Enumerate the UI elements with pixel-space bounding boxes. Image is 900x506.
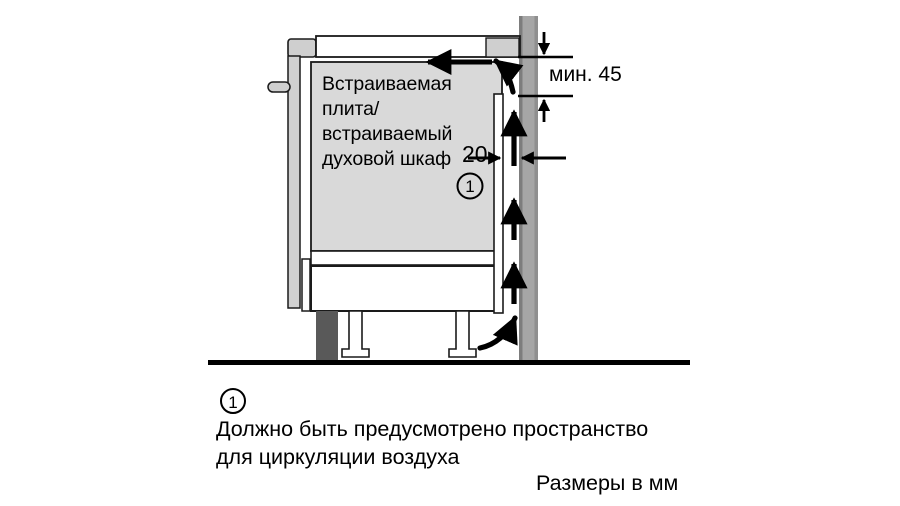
airflow-arrow-turn <box>493 58 524 95</box>
wall <box>519 16 538 360</box>
callout-marker-1-text: 1 <box>465 177 474 196</box>
floor-line <box>208 360 690 365</box>
countertop <box>287 35 521 58</box>
caption-marker-1: 1 <box>220 388 246 414</box>
units-note: Размеры в мм <box>536 471 679 495</box>
lower-drawer <box>301 258 503 312</box>
plinth <box>316 311 338 360</box>
cabinet-legs <box>341 310 477 358</box>
dimension-20 <box>468 151 566 165</box>
dimension-min-45-label: мин. 45 <box>549 63 622 86</box>
cabinet-side-panel <box>267 55 301 309</box>
dimension-20-label: 20 <box>462 141 488 167</box>
cabinet-back-panel <box>493 93 504 314</box>
appliance-label: Встраиваемая плита/ встраиваемый духовой… <box>322 73 453 170</box>
caption-line-2: для циркуляции воздуха <box>216 445 460 469</box>
airflow-arrow-intake <box>477 315 518 351</box>
caption-line-1: Должно быть предусмотрено пространство <box>216 417 649 441</box>
callout-marker-1: 1 <box>456 172 484 200</box>
dimension-min-45 <box>518 32 573 122</box>
airflow-arrows <box>425 49 528 351</box>
